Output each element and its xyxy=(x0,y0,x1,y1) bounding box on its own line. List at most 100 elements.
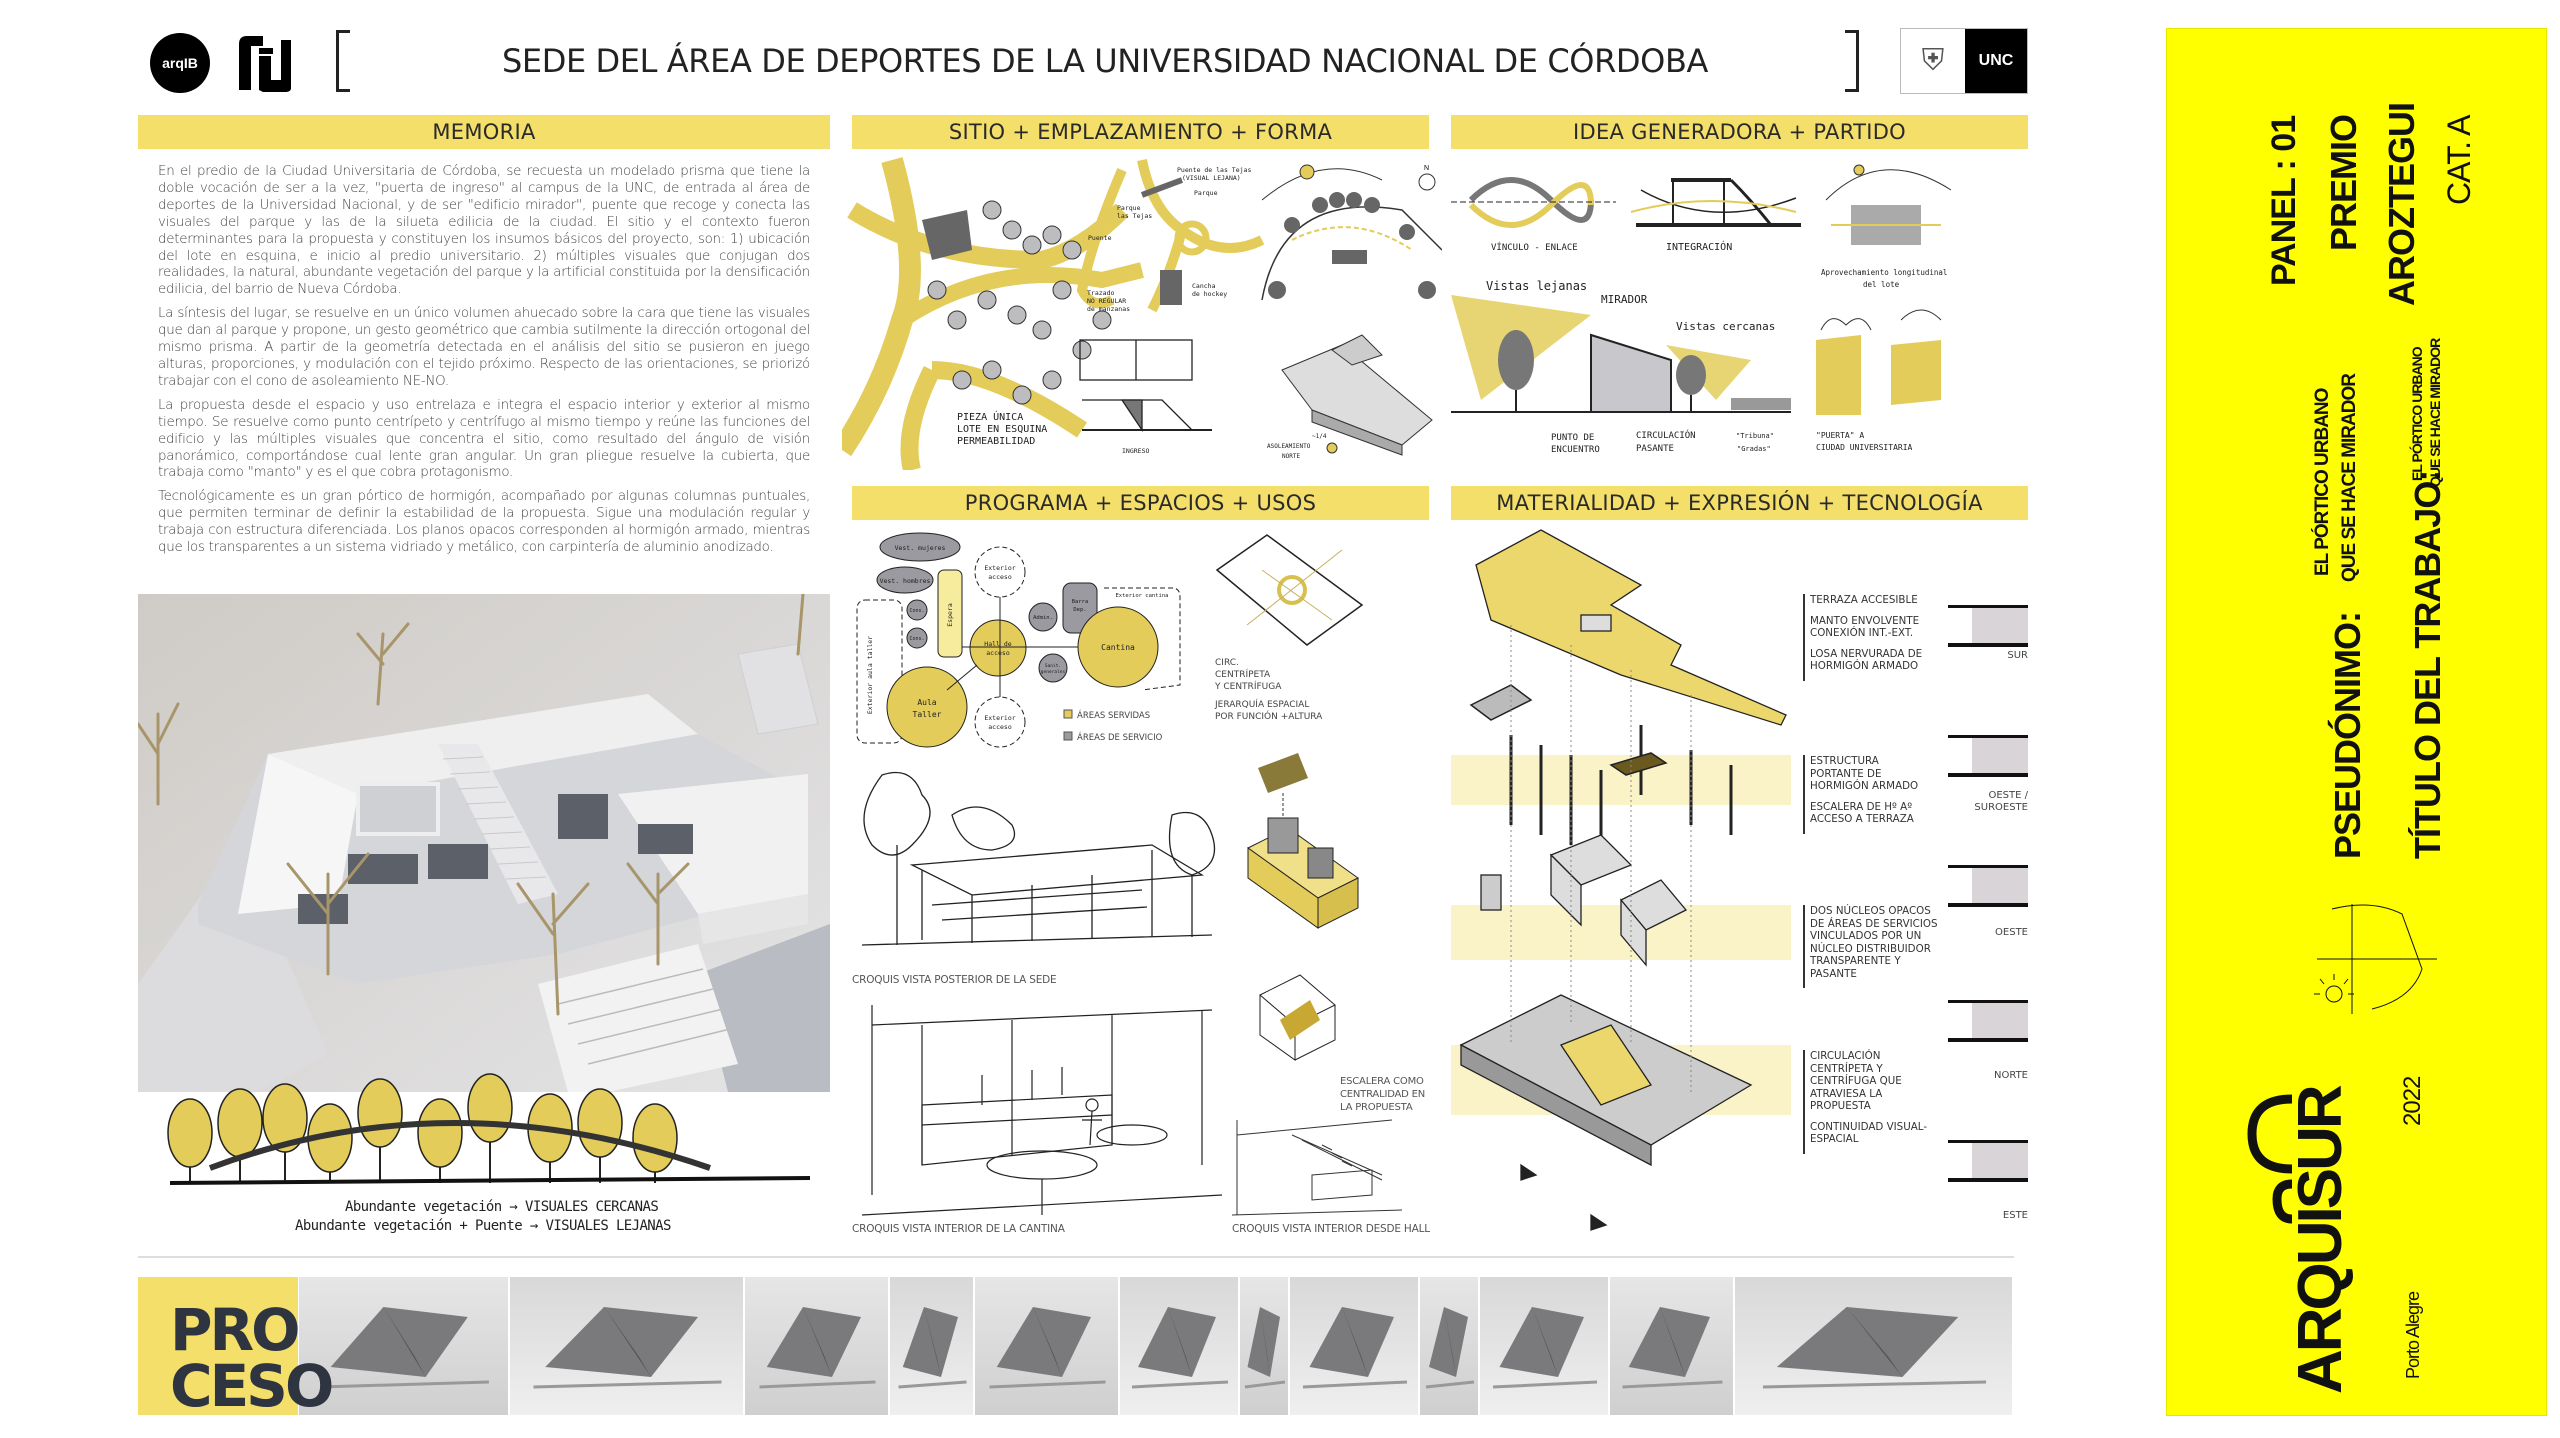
mirador-section-sketch xyxy=(1451,295,1791,413)
label-lote-esquina: LOTE EN ESQUINA xyxy=(957,424,1047,435)
titulo-label: TÍTULO DEL TRABAJO: xyxy=(2407,470,2448,859)
folded-model-shape xyxy=(1302,1307,1408,1389)
label-del-lote: del lote xyxy=(1863,280,1900,289)
fau-logo xyxy=(239,36,291,92)
circulation-diagram xyxy=(1215,534,1364,646)
label-trazado: Trazado xyxy=(1087,289,1114,297)
integracion-sketch xyxy=(1630,178,1801,227)
proceso-title: PRO CESO xyxy=(170,1301,334,1415)
orientation-section-sketch xyxy=(1948,865,2028,907)
label-continuidad: CONTINUIDAD VISUAL-ESPACIAL xyxy=(1810,1120,1928,1146)
proceso-label-box xyxy=(138,1277,298,1415)
tree-canopy xyxy=(217,1088,263,1158)
orientation-section-sketch xyxy=(1948,1000,2028,1042)
site-tree xyxy=(947,310,967,330)
label-cancha: Cancha xyxy=(1192,282,1216,290)
bubble-barra: Barra xyxy=(1072,599,1089,605)
site-tree xyxy=(1032,320,1052,340)
staircase-iso-sketch xyxy=(1259,974,1336,1061)
arqib-logo: arqIB xyxy=(150,33,210,93)
site-tree xyxy=(927,280,947,300)
divider-line xyxy=(138,1256,2014,1258)
site-plan-sketch: PIEZA ÚNICA LOTE EN ESQUINA PERMEABILIDA… xyxy=(842,157,1144,470)
label-aprovechamiento: Aprovechamiento longitudinal xyxy=(1821,268,1947,277)
site-tree xyxy=(1052,280,1072,300)
model-trees xyxy=(138,594,805,1016)
legend-areas-servidas: ÁREAS SERVIDAS xyxy=(1077,709,1150,721)
label-pasante: PASANTE xyxy=(1636,444,1674,454)
label-manto: MANTO ENVOLVENTE CONEXIÓN INT.-EXT. xyxy=(1810,614,1920,640)
process-model-photo xyxy=(1480,1277,1608,1415)
folded-model-shape xyxy=(1622,1307,1723,1389)
idea-sketches: VÍNCULO - ENLACE INTEGRACIÓN Aprovechami… xyxy=(1451,164,1952,455)
label-las-tejas: las Tejas xyxy=(1117,212,1152,220)
tree-canopy xyxy=(262,1083,308,1153)
bubble-espera: Espera xyxy=(946,603,954,627)
process-model-photo xyxy=(890,1277,973,1415)
tree-canopy xyxy=(577,1088,623,1158)
title-bracket-right xyxy=(1845,30,1859,92)
label-integracion: INTEGRACIÓN xyxy=(1666,240,1732,253)
process-model-photo xyxy=(1420,1277,1478,1415)
context-map-sketch: Puente de las Tejas (VISUAL LEJANA) Parq… xyxy=(1076,158,1265,313)
section-header-materialidad: MATERIALIDAD + EXPRESIÓN + TECNOLOGÍA xyxy=(1451,486,2028,520)
bubble-exterior-acceso: Exterior xyxy=(984,714,1015,722)
premio-label: PREMIO xyxy=(2323,114,2364,251)
folded-model-shape xyxy=(1425,1307,1475,1389)
label-centrifuga: Y CENTRÍFUGA xyxy=(1214,680,1282,692)
arquisur-year: 2022 xyxy=(2399,1077,2426,1127)
label-mirador: MIRADOR xyxy=(1601,293,1648,306)
label-vinculo: VÍNCULO - ENLACE xyxy=(1491,241,1578,253)
orientation-section-sketch xyxy=(1948,735,2028,777)
label-losa: LOSA NERVURADA DE HORMIGÓN ARMADO xyxy=(1810,647,1923,673)
bridge-arc xyxy=(208,1120,711,1171)
section-header-sitio: SITIO + EMPLAZAMIENTO + FORMA xyxy=(852,115,1429,149)
escalera-line-3: LA PROPUESTA xyxy=(1340,1102,1413,1113)
label-visual-lejana: (VISUAL LEJANA) xyxy=(1182,174,1241,182)
section-header-programa: PROGRAMA + ESPACIOS + USOS xyxy=(852,486,1429,520)
label-ingreso: INGRESO xyxy=(1122,447,1149,455)
folded-model-shape xyxy=(989,1307,1106,1389)
label-circulacion: CIRCULACIÓN CENTRÍPETA Y CENTRÍFUGA QUE … xyxy=(1810,1050,1902,1112)
site-tree xyxy=(1092,310,1112,330)
label-circulacion: CIRCULACIÓN xyxy=(1636,429,1696,441)
title-bracket-left xyxy=(336,30,350,92)
label-ciudad-universitaria: CIUDAD UNIVERSITARIA xyxy=(1816,443,1913,452)
tree-canopy xyxy=(632,1103,678,1173)
bubble-exterior-acceso: Exterior xyxy=(984,564,1015,572)
caption-cantina: CROQUIS VISTA INTERIOR DE LA CANTINA xyxy=(852,1223,1065,1235)
orientation-label: SUR xyxy=(2007,650,2028,661)
caption-escalera: ESCALERA COMO CENTRALIDAD EN LA PROPUEST… xyxy=(1340,1075,1425,1114)
tree-canopy xyxy=(467,1073,513,1143)
site-tree xyxy=(1042,225,1062,245)
unc-logo: ⛨ UNC xyxy=(1900,28,2028,94)
bubble-acceso: acceso xyxy=(986,649,1010,657)
label-funcion-altura: POR FUNCIÓN +ALTURA xyxy=(1215,710,1323,722)
page-title: SEDE DEL ÁREA DE DEPORTES DE LA UNIVERSI… xyxy=(501,42,1709,80)
bubble-vest-mujeres: Vest. mujeres xyxy=(895,544,946,552)
pseudonimo-value-2: QUE SE HACE MIRADOR xyxy=(2339,374,2360,582)
caption-rear-view: CROQUIS VISTA POSTERIOR DE LA SEDE xyxy=(852,974,1057,986)
orientation-section-sketch xyxy=(1948,605,2028,647)
titulo-value-1: EL PÓRTICO URBANO xyxy=(2409,347,2425,481)
bubble-exterior-acceso-2: acceso xyxy=(988,723,1012,731)
panel-number: PANEL : 01 xyxy=(2265,116,2303,287)
material-label-group-1: TERRAZA ACCESIBLE MANTO ENVOLVENTE CONEX… xyxy=(1803,594,1953,681)
legend-areas-servicio: ÁREAS DE SERVICIO xyxy=(1077,731,1163,743)
material-label-group-4: CIRCULACIÓN CENTRÍPETA Y CENTRÍFUGA QUE … xyxy=(1803,1050,1943,1154)
caption-hall: CROQUIS VISTA INTERIOR DESDE HALL xyxy=(1232,1223,1430,1235)
arquisur-arch-icon xyxy=(2247,1094,2293,1224)
site-tree xyxy=(1002,220,1022,240)
label-encuentro: ENCUENTRO xyxy=(1551,445,1600,455)
folded-model-shape xyxy=(320,1307,489,1389)
label-tribuna: "Tribuna" xyxy=(1736,432,1774,440)
bubble-vest-hombres: Vest. hombres xyxy=(880,577,931,585)
label-puerta: "PUERTA" A xyxy=(1816,431,1864,440)
bubble-diagram: Vest. mujeres Vest. hombres Espera Cons.… xyxy=(856,532,1364,748)
pseudonimo-value-1: EL PÓRTICO URBANO xyxy=(2312,389,2333,577)
folded-model-shape xyxy=(1762,1307,1987,1389)
process-model-photo xyxy=(1240,1277,1288,1415)
category-label: CAT. A xyxy=(2441,116,2477,206)
titulo-value-2: QUE SE HACE MIRADOR xyxy=(2427,339,2443,488)
process-model-photo xyxy=(1120,1277,1238,1415)
